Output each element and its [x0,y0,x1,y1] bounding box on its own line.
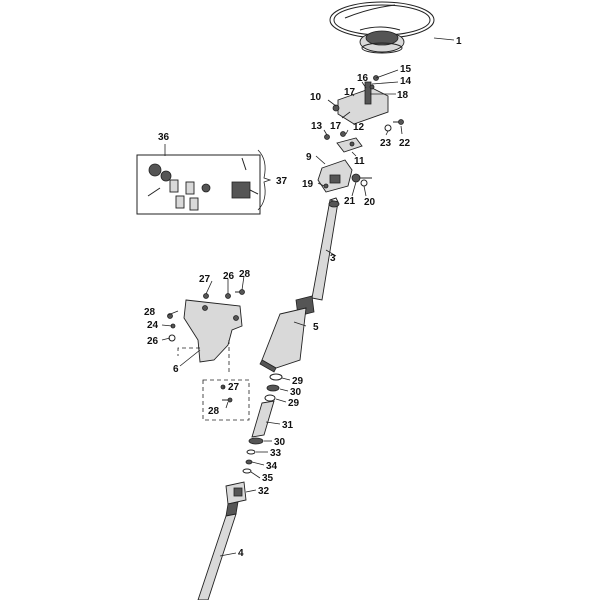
callout-3: 3 [330,253,336,264]
callout-37: 37 [276,176,288,187]
callout-1: 1 [456,36,462,47]
callout-36: 36 [158,132,170,143]
callout-30-lower: 30 [274,437,286,448]
nut-23[interactable] [384,124,392,132]
washer-30-upper[interactable] [266,384,280,392]
callout-22: 22 [399,138,411,149]
washer-29-upper[interactable] [269,373,283,381]
washer-12-13[interactable] [324,131,346,140]
lower-steering-shaft[interactable] [197,513,237,600]
switch-housing-9[interactable] [317,159,353,193]
universal-joint-32[interactable] [225,481,247,517]
column-boot[interactable] [259,295,315,373]
callout-28-left: 28 [144,307,156,318]
bracket-11[interactable] [336,137,363,153]
pin-19[interactable] [323,183,329,189]
callout-31: 31 [282,420,294,431]
callout-17-upper: 17 [344,87,356,98]
upper-mount-bracket[interactable] [332,75,389,125]
callout-labels: 1 15 16 14 17 18 10 13 17 12 23 22 9 11 … [144,36,462,559]
callout-5: 5 [313,322,319,333]
sleeve-31[interactable] [251,400,275,438]
callout-20: 20 [364,197,376,208]
upper-steering-shaft[interactable] [311,197,340,301]
callout-23: 23 [380,138,392,149]
callout-10: 10 [310,92,322,103]
callout-19: 19 [302,179,314,190]
callout-32: 32 [258,486,270,497]
screw-22[interactable] [393,119,404,125]
callout-26-left: 26 [147,336,159,347]
key-switch-kit-box[interactable] [136,154,261,215]
callout-6: 6 [173,364,179,375]
callout-33: 33 [270,448,282,459]
callout-17-lower: 17 [330,121,342,132]
callout-9: 9 [306,152,312,163]
callout-35: 35 [262,473,274,484]
callout-34: 34 [266,461,278,472]
callout-21: 21 [344,196,356,207]
callout-24: 24 [147,320,159,331]
washer-29-lower[interactable] [264,394,276,402]
callout-29-upper: 29 [292,376,304,387]
fasteners-26-27-28-upper[interactable] [203,289,245,299]
detail-box-27-28 [177,340,250,421]
leader-lines [161,37,455,557]
callout-27-upper: 27 [199,274,211,285]
callout-27-detail: 27 [228,382,240,393]
small-parts-33-34-35[interactable] [242,449,256,474]
callout-4: 4 [238,548,244,559]
steering-wheel[interactable] [329,1,435,54]
callout-29-lower: 29 [288,398,300,409]
callout-13: 13 [311,121,323,132]
mounting-bracket[interactable] [183,299,243,363]
callout-11: 11 [354,156,365,167]
callout-14: 14 [400,76,412,87]
fasteners-24-26-28-left[interactable] [167,313,176,342]
washer-30-lower[interactable] [248,437,264,445]
callout-18: 18 [397,90,409,101]
callout-15: 15 [400,64,412,75]
callout-16: 16 [357,73,369,84]
callout-28-upper: 28 [239,269,251,280]
callout-28-detail: 28 [208,406,220,417]
callout-30-upper: 30 [290,387,302,398]
callout-12: 12 [353,122,365,133]
callout-26-upper: 26 [223,271,235,282]
fasteners-20-21[interactable] [351,173,372,187]
